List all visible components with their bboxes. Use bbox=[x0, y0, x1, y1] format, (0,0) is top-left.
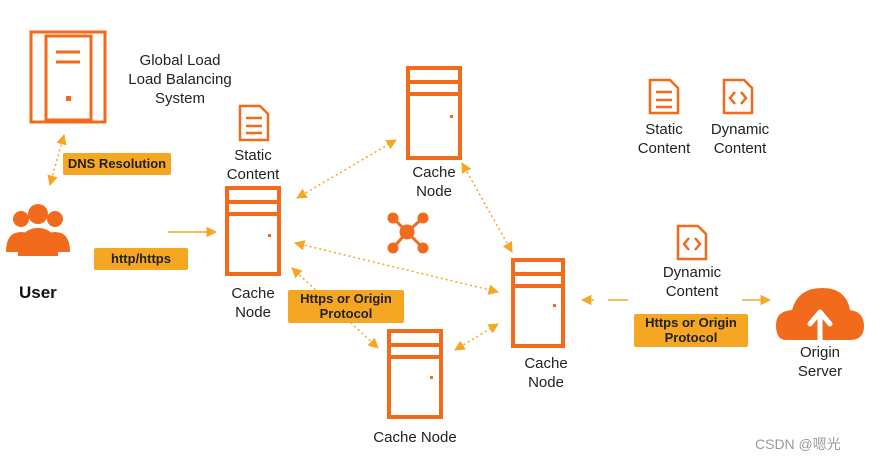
cache-top-right-connector bbox=[461, 162, 513, 253]
http-badge: http/https bbox=[94, 248, 188, 270]
legend-dynamic-label: Dynamic Content bbox=[710, 121, 770, 157]
cache-node-bottom-label: Cache Node bbox=[373, 429, 457, 446]
document-icon bbox=[238, 104, 270, 142]
legend-static-label: Static Content bbox=[637, 121, 691, 157]
code-document-icon bbox=[676, 224, 708, 261]
users-icon bbox=[6, 204, 70, 256]
https-origin-left-badge: Https or Origin Protocol bbox=[288, 290, 404, 323]
cache-server-right-icon bbox=[511, 258, 565, 348]
dns-resolution-badge: DNS Resolution bbox=[63, 153, 171, 175]
dns-connector bbox=[47, 133, 67, 187]
cache-node-left-label: Cache Node bbox=[231, 285, 275, 321]
legend-code-document-icon bbox=[722, 78, 754, 115]
cache-node-right-label: Cache Node bbox=[524, 355, 568, 391]
global-lb-server-icon bbox=[29, 30, 107, 124]
cache-server-left-icon bbox=[225, 186, 281, 276]
watermark: CSDN @嗯光 bbox=[755, 436, 841, 452]
static-content-top-label: Static Content bbox=[226, 147, 280, 183]
cache-server-bottom-icon bbox=[387, 329, 443, 419]
network-icon bbox=[387, 212, 429, 254]
cloud-upload-icon bbox=[776, 288, 864, 343]
cache-node-top-label: Cache Node bbox=[412, 164, 456, 200]
origin-server-label: Origin Server bbox=[797, 344, 843, 380]
cache-bottom-right-connector bbox=[454, 323, 499, 351]
user-label: User bbox=[19, 283, 57, 302]
https-origin-right-badge: Https or Origin Protocol bbox=[634, 314, 748, 347]
legend-document-icon bbox=[648, 78, 680, 115]
global-lb-label: Global Load Load Balancing System bbox=[128, 52, 232, 107]
cache-left-top-connector bbox=[296, 139, 397, 199]
cache-server-top-icon bbox=[406, 66, 462, 160]
connectors bbox=[47, 133, 772, 351]
dynamic-content-label: Dynamic Content bbox=[662, 264, 722, 300]
